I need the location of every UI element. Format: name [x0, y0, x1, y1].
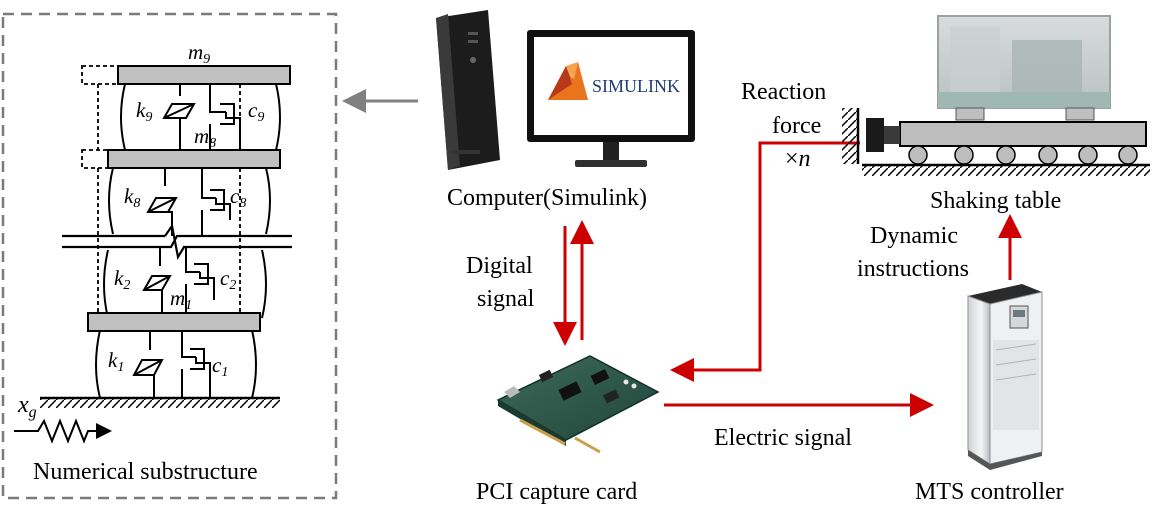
svg-text:m9: m9 — [188, 40, 210, 67]
svg-text:m8: m8 — [194, 124, 216, 151]
mass-m8-index: 8 — [209, 136, 216, 151]
reaction-scale-n: n — [799, 146, 811, 172]
spring-k9-symbol: k — [136, 98, 146, 122]
desktop-computer-icon: SIMULINK — [436, 10, 695, 170]
reaction-scale-prefix: × — [785, 146, 799, 172]
svg-text:k1: k1 — [108, 348, 124, 375]
dynamic-instructions-label-line2: instructions — [857, 256, 969, 282]
svg-text:k8: k8 — [124, 184, 140, 211]
svg-text:c8: c8 — [230, 184, 246, 211]
spring-k8-symbol: k — [124, 184, 134, 208]
reaction-force-label-line2: force — [772, 113, 821, 139]
spring-k1-index: 1 — [117, 360, 124, 375]
svg-text:c9: c9 — [248, 98, 264, 125]
mass-slab-9 — [117, 65, 291, 85]
damper-c8-index: 8 — [239, 196, 246, 211]
shaking-table-label: Shaking table — [930, 188, 1061, 214]
dynamic-instructions-label-line1: Dynamic — [870, 223, 958, 249]
mass-slab-1 — [87, 312, 261, 332]
damper-c8-symbol: c — [230, 184, 240, 208]
spring-k1 — [132, 331, 164, 398]
numerical-substructure-panel: m9 m8 m1 k9 c9 k8 c8 k2 c2 k1 c1 xg Nume… — [1, 12, 338, 500]
spring-k8-index: 8 — [133, 196, 140, 211]
damper-c9-symbol: c — [248, 98, 258, 122]
substructure-frame — [1, 12, 338, 500]
substructure-label: Numerical substructure — [33, 459, 258, 485]
reaction-force-arrow — [670, 141, 860, 382]
damper-c2 — [185, 247, 215, 313]
pci-card-icon — [496, 355, 660, 454]
mass-m9-symbol: m — [188, 40, 203, 64]
svg-text:xg: xg — [17, 392, 37, 421]
damper-c9 — [209, 84, 241, 150]
break-lines — [62, 223, 292, 261]
spring-k2-index: 2 — [123, 278, 130, 293]
digital-signal-label-line2: signal — [477, 286, 535, 312]
mass-slab-8 — [107, 149, 281, 169]
mass-m1-symbol: m — [170, 286, 185, 310]
computer-label: Computer(Simulink) — [447, 185, 647, 211]
ground-support — [40, 396, 280, 408]
wavy-columns — [95, 83, 281, 399]
ground-motion-symbol: x — [17, 392, 29, 418]
damper-c2-index: 2 — [229, 278, 236, 293]
svg-text:c2: c2 — [220, 266, 236, 293]
spring-k1-symbol: k — [108, 348, 118, 372]
mass-m1-index: 1 — [185, 298, 192, 313]
damper-c1-symbol: c — [212, 353, 222, 377]
shaking-table-icon — [842, 15, 1150, 176]
svg-text:m1: m1 — [170, 286, 192, 313]
mts-controller-label: MTS controller — [915, 479, 1064, 505]
svg-text:k2: k2 — [114, 266, 130, 293]
mass-m8-symbol: m — [194, 124, 209, 148]
spring-k2 — [142, 247, 172, 313]
pci-card-label: PCI capture card — [476, 479, 637, 505]
electric-signal-label: Electric signal — [714, 425, 852, 451]
svg-text:×n: ×n — [785, 146, 811, 172]
svg-text:k9: k9 — [136, 98, 152, 125]
simulink-logo-text: SIMULINK — [592, 76, 680, 96]
spring-k2-symbol: k — [114, 266, 124, 290]
simulink-logo-icon — [548, 62, 588, 100]
damper-c1 — [181, 331, 211, 398]
spring-k9-index: 9 — [145, 110, 152, 125]
reaction-force-label-line1: Reaction — [741, 79, 826, 105]
damper-c1-index: 1 — [221, 365, 228, 380]
damper-c2-symbol: c — [220, 266, 230, 290]
controller-cabinet-icon — [967, 284, 1043, 470]
ground-motion-arrow — [14, 418, 112, 444]
mass-m9-index: 9 — [203, 52, 210, 67]
ground-motion-index: g — [29, 404, 37, 421]
svg-text:c1: c1 — [212, 353, 228, 380]
damper-c9-index: 9 — [257, 110, 264, 125]
damper-c8 — [201, 168, 231, 236]
spring-k8 — [146, 168, 178, 236]
digital-signal-label-line1: Digital — [466, 253, 533, 279]
spring-k9 — [162, 84, 196, 150]
